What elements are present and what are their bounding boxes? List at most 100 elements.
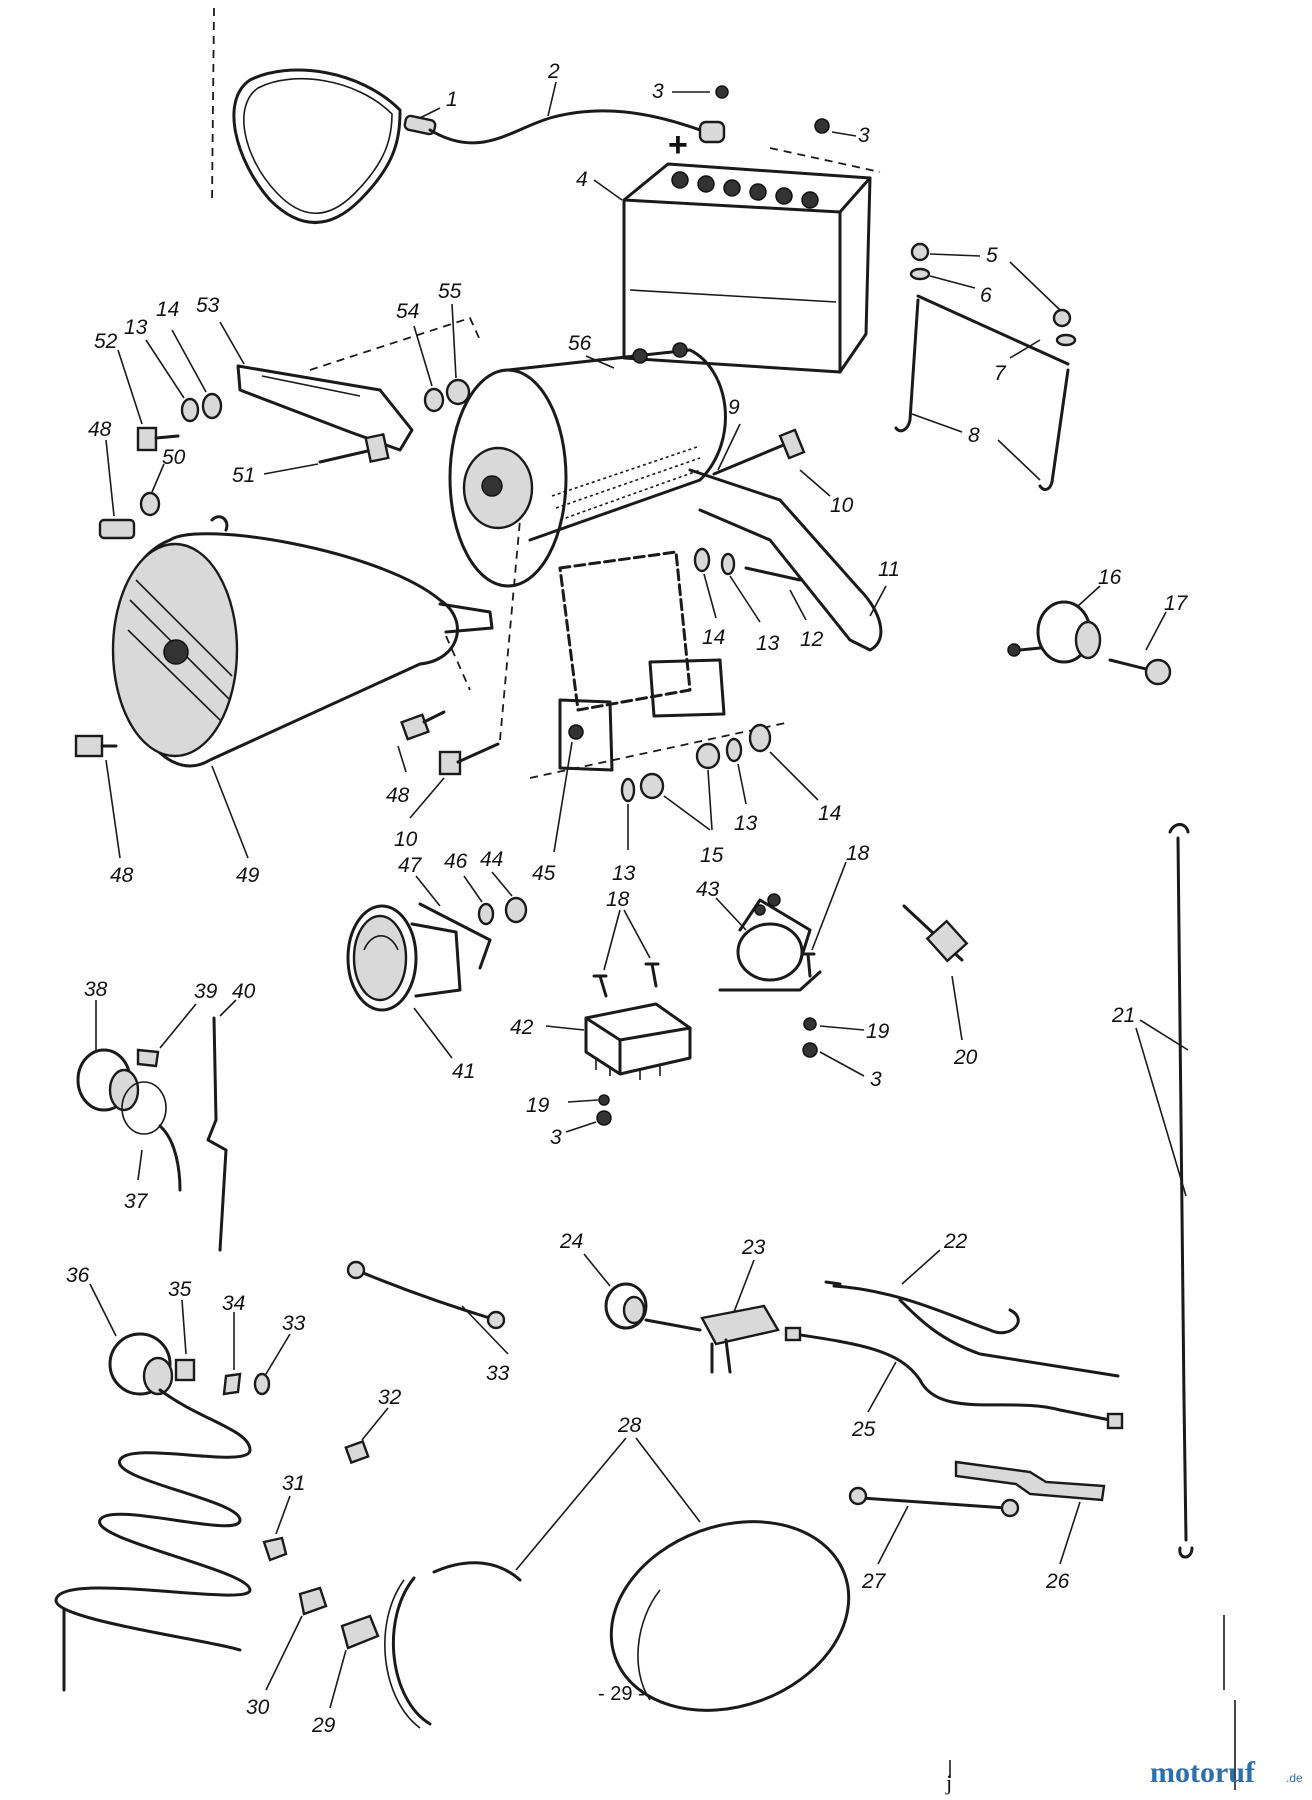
bolt-48a	[98, 518, 136, 540]
callout-leader-6	[929, 275, 976, 289]
callout-35: 35	[168, 1278, 192, 1301]
callout-49: 49	[236, 864, 260, 887]
starter-generator	[448, 342, 883, 652]
screw-18a	[592, 974, 608, 998]
switch-38	[76, 1048, 182, 1192]
callout-23: 23	[741, 1236, 766, 1259]
lockwasher-13d	[725, 737, 743, 763]
callout-leader-4	[593, 179, 623, 201]
callout-36: 36	[66, 1264, 90, 1287]
callout-leader-3c	[565, 1121, 597, 1133]
wiring-harness-25	[784, 1326, 1124, 1430]
ignition-key-17	[1108, 658, 1172, 686]
callout-31: 31	[282, 1472, 305, 1495]
callout-17: 17	[1164, 592, 1189, 615]
callout-leader-33b	[461, 1305, 509, 1355]
ground-cable-loop	[232, 68, 437, 224]
callout-48a: 48	[88, 418, 112, 441]
callout-leader-37	[137, 1149, 143, 1181]
callout-48c: 48	[110, 864, 134, 887]
starter-solenoid-43	[718, 893, 822, 992]
callout-leader-44	[491, 871, 513, 897]
callout-48b: 48	[386, 784, 410, 807]
callout-leader-16	[1077, 585, 1101, 607]
callout-leader-28a	[515, 1437, 627, 1571]
callout-22: 22	[943, 1230, 968, 1253]
callout-leader-11	[869, 585, 887, 617]
callout-55: 55	[438, 280, 462, 303]
callout-leader-15	[663, 795, 711, 831]
callout-leader-13a	[729, 575, 761, 623]
bolt-51	[318, 432, 390, 464]
callout-14b: 14	[156, 298, 179, 321]
callout-24: 24	[559, 1230, 583, 1253]
watermark-tld: .de	[1286, 1771, 1303, 1785]
callout-leader-29	[329, 1649, 347, 1709]
connector-20	[902, 904, 969, 963]
ammeter-gauge-41	[346, 902, 492, 1012]
callout-leader-8a	[911, 413, 963, 433]
callout-leader-21b	[1135, 1027, 1187, 1197]
callout-leader-50	[151, 463, 165, 493]
washer-14b	[201, 392, 223, 420]
callout-50: 50	[162, 446, 186, 469]
callout-leader-10b	[409, 777, 445, 819]
lockwasher-13c	[620, 777, 636, 803]
callout-leader-14b	[171, 329, 207, 393]
plus-sign: +	[668, 126, 688, 164]
callout-53: 53	[196, 294, 220, 317]
callout-38: 38	[84, 978, 108, 1001]
callout-18a: 18	[606, 888, 630, 911]
callout-42: 42	[510, 1016, 534, 1039]
callout-leader-3b	[831, 131, 857, 137]
callout-leader-10a	[799, 469, 831, 497]
callout-26: 26	[1045, 1570, 1070, 1593]
callout-leader-25	[867, 1361, 897, 1413]
dashed-guard-guide	[445, 635, 471, 691]
washer-54	[423, 387, 445, 413]
callout-10a: 10	[830, 494, 854, 517]
belt-guard-49	[111, 515, 494, 768]
callout-30: 30	[246, 1696, 270, 1719]
callout-labels: 1 2 3 3 4 5 6 7 8 9 10 11 12 13 14 16 17…	[66, 60, 1189, 1737]
bulb-32	[344, 1439, 370, 1465]
connector-24	[604, 1282, 648, 1330]
callout-leader-56	[585, 355, 615, 369]
callout-leader-46	[463, 875, 483, 903]
callout-leader-7	[1009, 339, 1041, 359]
nut-55	[445, 378, 471, 406]
callout-leader-27	[877, 1505, 909, 1565]
mounting-plate-45	[558, 550, 726, 772]
bolt-10b	[438, 742, 500, 776]
callout-13b: 13	[124, 316, 148, 339]
clip-34	[222, 1372, 242, 1396]
socket-30	[298, 1586, 328, 1616]
dashed-bracket-guide	[309, 316, 481, 371]
callout-34: 34	[222, 1292, 245, 1315]
callout-leader-20	[951, 975, 963, 1041]
footer-mark: j	[945, 1770, 952, 1795]
ignition-switch-16	[1007, 600, 1102, 664]
callout-leader-14a	[703, 573, 717, 619]
callout-leader-52	[117, 349, 143, 425]
callout-45: 45	[532, 862, 556, 885]
voltage-regulator-42	[584, 1002, 692, 1080]
callout-1: 1	[446, 88, 458, 111]
callout-6: 6	[980, 284, 992, 307]
callout-leader-42	[545, 1025, 585, 1031]
callout-leader-54	[413, 325, 433, 387]
callout-15: 15	[700, 844, 724, 867]
socket-29	[340, 1614, 380, 1650]
washer-14a	[693, 547, 711, 573]
callout-51: 51	[232, 464, 255, 487]
callout-18b: 18	[846, 842, 870, 865]
callout-4: 4	[576, 168, 588, 191]
bracket-26	[954, 1460, 1106, 1502]
callout-leader-35	[181, 1299, 187, 1355]
callout-leader-48b	[397, 745, 407, 773]
jumper-cable-33	[346, 1260, 506, 1330]
callout-3d: 3	[870, 1068, 882, 1091]
lockwasher-13b	[180, 397, 200, 423]
callout-3b: 3	[858, 124, 870, 147]
